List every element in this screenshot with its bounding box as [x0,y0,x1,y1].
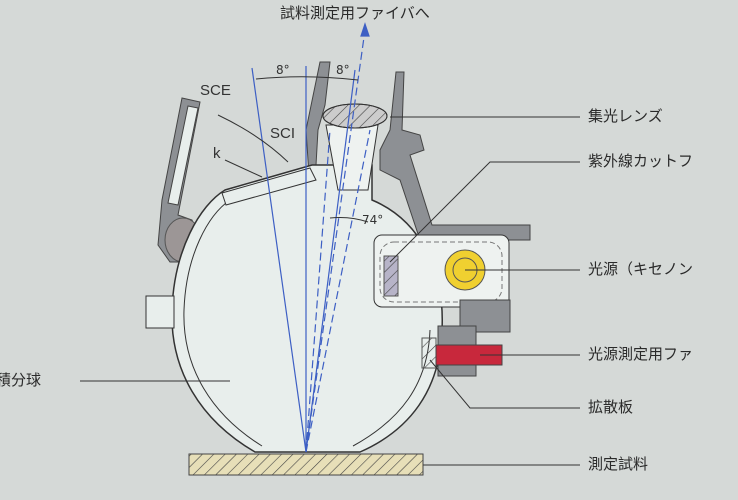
sce-label: SCE [200,82,231,99]
label-sample: 測定試料 [588,455,649,473]
lamp-box [373,234,511,377]
label-condenser-lens: 集光レンズ [588,107,663,125]
k-label: k [213,145,221,162]
label-diffuser: 拡散板 [588,398,634,416]
fiber-to-sample-label: 試料測定用ファイバへ [280,4,430,22]
annotation-lines [80,76,580,466]
label-light-source: 光源（キセノン [588,260,694,278]
angle-right-label: 8° [336,63,350,77]
sci-label: SCI [270,125,296,142]
lamp-angle-label: 74° [362,213,384,227]
label-reference-fiber: 光源測定用ファ [588,345,694,363]
label-uv-cut-filter: 紫外線カットフ [588,152,694,170]
beam-lines [251,22,371,453]
angle-left-label: 8° [276,63,290,77]
integrating-sphere [171,164,443,453]
label-integrating-sphere: 積分球 [0,371,42,389]
